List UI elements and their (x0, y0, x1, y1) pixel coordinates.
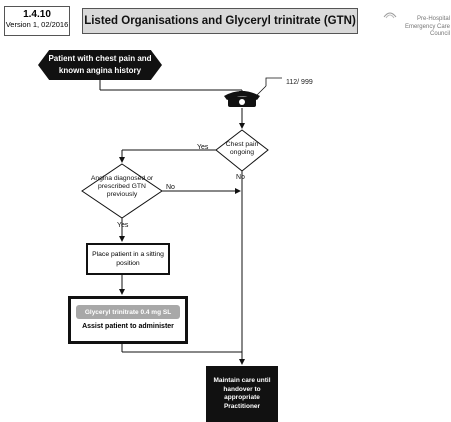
decision-chest-pain-text: Chest pain ongoing (225, 141, 259, 156)
page-title: Listed Organisations and Glyceryl trinit… (82, 8, 358, 34)
council-name-line3: Council (429, 31, 450, 37)
medication-badge: Glyceryl trinitrate 0.4 mg SL (76, 305, 180, 319)
decision-angina-text: Angina diagnosed or prescribed GTN previ… (90, 175, 154, 198)
version-text: Version 1, 02/2016 (5, 20, 69, 29)
start-terminator: Patient with chest pain and known angina… (38, 50, 162, 80)
phone-icon (224, 91, 260, 107)
protocol-code: 1.4.10 (23, 9, 51, 20)
no-label-1: No (236, 174, 245, 181)
council-name-line2: Emergency Care (404, 23, 450, 30)
no-label-2: No (166, 184, 175, 191)
emergency-number-label: 112/ 999 (286, 79, 313, 86)
callout-leader (255, 85, 267, 97)
assist-administer-text: Assist patient to administer (82, 323, 174, 330)
council-name-line1: Pre-Hospital (416, 16, 450, 22)
callout-bracket (265, 77, 282, 86)
administer-step: Glyceryl trinitrate 0.4 mg SL Assist pat… (68, 296, 188, 344)
council-logo-icon (383, 12, 397, 19)
yes-label-2: Yes (117, 222, 129, 229)
handover-step: Maintain care until handover to appropri… (206, 366, 278, 422)
council-name: Pre-Hospital Emergency Care Council (380, 16, 450, 39)
yes-label-1: Yes (197, 144, 209, 151)
version-box: 1.4.10 Version 1, 02/2016 (4, 6, 70, 36)
sitting-position-step: Place patient in a sitting position (86, 243, 170, 275)
